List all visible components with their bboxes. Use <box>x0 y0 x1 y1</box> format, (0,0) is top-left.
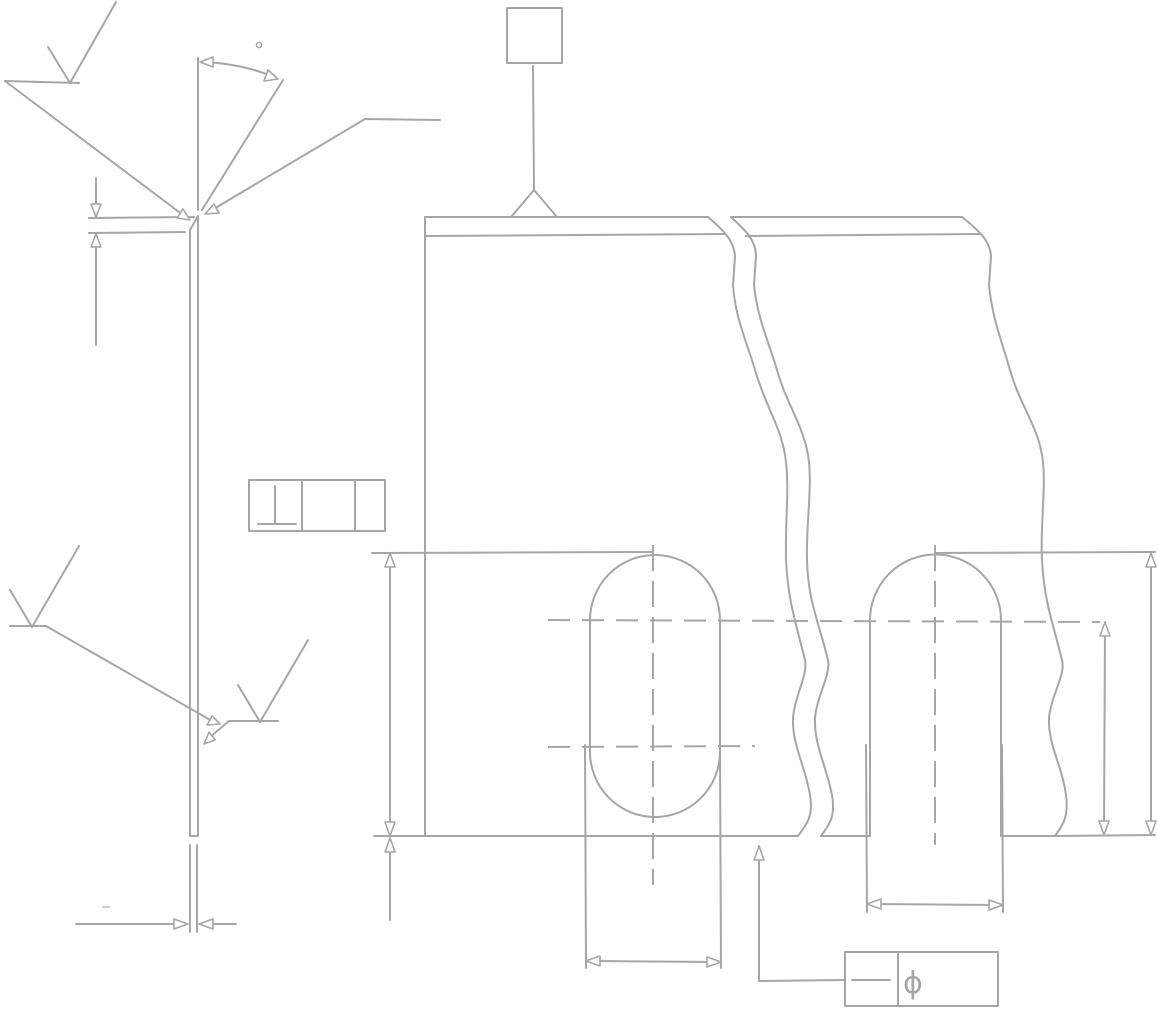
position-frame-leader <box>758 851 846 982</box>
slot-upper-centerline <box>547 619 1101 623</box>
perpendicularity-frame <box>248 479 386 532</box>
slot-2-width-extension-right <box>1001 744 1004 913</box>
thickness-arrow-left <box>173 918 189 930</box>
diameter-symbol: ϕ <box>903 966 923 1001</box>
weld-leader-arrow-lower-left <box>206 715 221 726</box>
position-frame-box <box>844 951 999 1007</box>
chamfer-dim-arrow-top <box>90 203 102 218</box>
plate-left-bevel-line <box>424 233 725 237</box>
slot-centerline-height-arrow-top <box>1099 621 1111 637</box>
degree-mark <box>255 41 263 49</box>
weld-symbol-v-lower-left <box>9 545 80 628</box>
side-view <box>4 1 441 933</box>
slot-1-width-arrow-right <box>706 956 722 968</box>
slot-2-width-dim-line <box>873 903 997 906</box>
datum-symbol <box>506 7 563 218</box>
right-overall-height-arrow-top <box>1145 552 1157 568</box>
slot-lower-centerline <box>547 745 756 748</box>
slot-centerline-height-arrow-bottom <box>1098 820 1110 836</box>
slot-height-arrow-bottom <box>384 821 396 837</box>
chamfer-dim-arrow-bottom <box>90 233 102 248</box>
front-view <box>424 216 1101 885</box>
weld-symbol-v-lower-right <box>237 639 309 723</box>
weld-leader-lower-right <box>208 720 279 739</box>
datum-triangle <box>510 189 558 218</box>
front-view-dimensions <box>371 551 1157 969</box>
weld-leader-arrow-top-right <box>204 203 220 215</box>
weld-symbol-v-top <box>47 1 117 84</box>
slot-1-width-dim-line <box>591 960 716 963</box>
slot-2-top-extension <box>934 551 1156 554</box>
slot-2-width-arrow-left <box>866 898 882 910</box>
slot-1-width-extension-left <box>584 744 587 969</box>
plate-right-outline <box>730 216 1068 837</box>
bevel-extension-line <box>201 79 284 211</box>
angle-arrow-right <box>263 69 279 82</box>
position-frame: ϕ <box>753 845 999 1007</box>
perpendicularity-frame-box <box>248 479 386 532</box>
weld-leader-top-left <box>4 80 184 216</box>
position-frame-leader-arrow <box>753 845 765 861</box>
plate-left-outline <box>424 216 812 837</box>
slot-centerline-height-dim-line <box>1103 627 1106 829</box>
weld-reference-line-top <box>4 80 80 84</box>
thickness-arrow-right <box>198 918 214 930</box>
right-overall-height-arrow-bottom <box>1145 820 1157 836</box>
plate-right-bevel-line <box>745 233 981 237</box>
chamfer-extension-line-upper <box>88 216 195 219</box>
angle-arrow-left <box>199 56 214 68</box>
slot-2-width-extension-left <box>865 744 868 913</box>
plate-bottom-extension-right <box>1054 834 1156 837</box>
slot-top-extension-left <box>371 551 654 554</box>
slot-1-width-arrow-left <box>585 955 601 967</box>
weld-leader-lower-left <box>9 625 213 722</box>
weld-leader-arrow-top-left <box>176 208 191 221</box>
datum-symbol-leader <box>532 65 535 191</box>
slot-2-width-arrow-right <box>988 899 1004 911</box>
datum-symbol-box <box>506 7 563 64</box>
side-view-plate <box>189 215 199 837</box>
plate-bottom-dim-arrow <box>384 837 396 853</box>
bevel-angle-arc <box>202 61 277 79</box>
plate-break-line <box>730 216 834 837</box>
weld-leader-arrow-lower-right <box>203 731 216 745</box>
chamfer-extension-line-lower <box>88 231 186 234</box>
slot-1 <box>589 554 721 818</box>
slot-1-width-extension-right <box>719 751 722 969</box>
slot-height-arrow-top <box>384 552 396 568</box>
weld-leader-top-right <box>211 118 441 211</box>
